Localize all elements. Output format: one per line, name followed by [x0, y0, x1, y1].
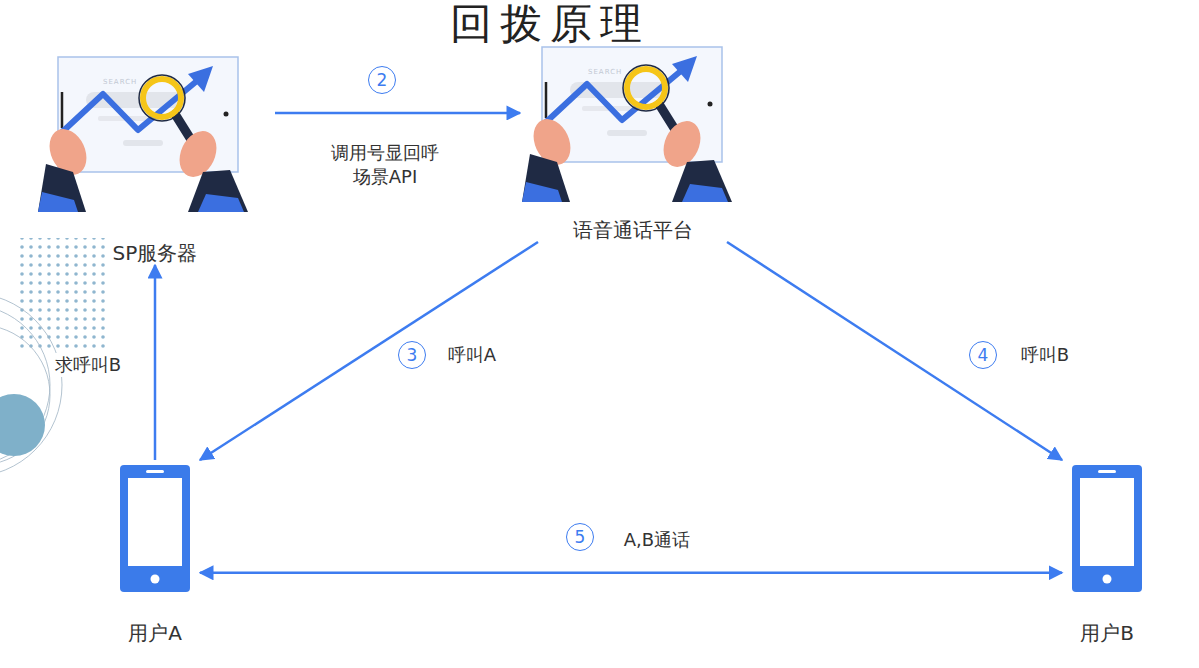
screen-text: SEARCH — [588, 68, 622, 76]
connector-arrow — [200, 572, 1062, 575]
screen-text: SEARCH — [103, 78, 137, 86]
server-illustration — [38, 57, 248, 212]
connector-arrow — [275, 112, 520, 115]
phone-icon — [1072, 465, 1142, 592]
edge-label: 调用号显回呼 场景API — [327, 141, 443, 189]
callout-number: 5 — [566, 523, 594, 551]
callout-number: 2 — [368, 66, 396, 94]
edge-label: 呼叫B — [1018, 343, 1072, 367]
platform-illustration — [522, 47, 732, 202]
node-box: 语音通话平台 — [520, 42, 745, 242]
node-label: 用户A — [110, 621, 200, 645]
node-label: SP服务器 — [35, 241, 275, 265]
connector-arrow — [727, 242, 1062, 460]
connector-arrow — [154, 265, 157, 460]
edge-label: 求呼叫B — [52, 353, 124, 377]
diagram-title: 回拨原理 — [0, 0, 1100, 48]
node-box: 用户B — [1062, 460, 1152, 645]
node-box: SP服务器 — [35, 50, 275, 265]
edge-label: 呼叫A — [445, 343, 499, 367]
phone-icon — [120, 465, 190, 592]
callout-number: 4 — [969, 341, 997, 369]
edge-label: A,B通话 — [621, 528, 693, 552]
node-box: 用户A — [110, 460, 200, 645]
node-label: 语音通话平台 — [520, 218, 745, 242]
connector-arrow — [200, 242, 538, 460]
callout-number: 3 — [398, 341, 426, 369]
node-label: 用户B — [1062, 621, 1152, 645]
